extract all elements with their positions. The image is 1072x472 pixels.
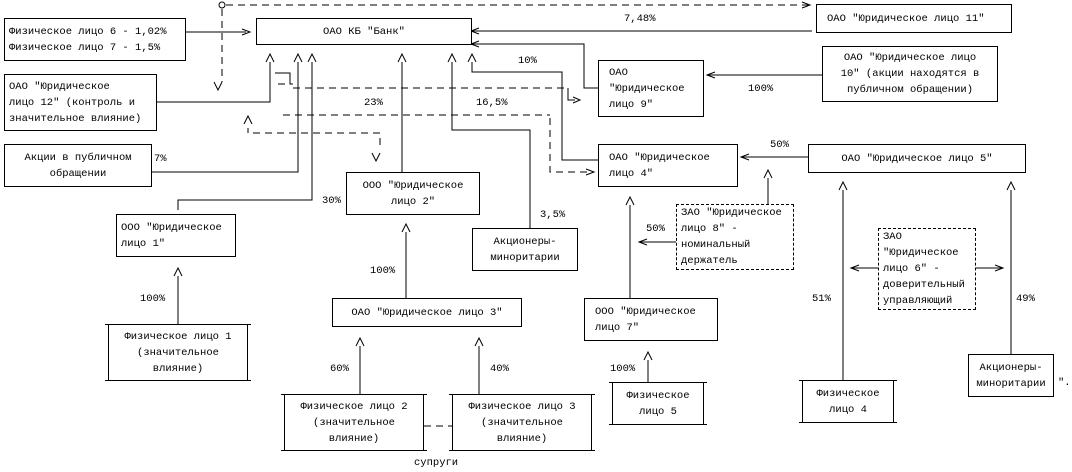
share-label: 40%: [490, 363, 509, 375]
node-fl67: Физическое лицо 6 - 1,02%Физическое лицо…: [4, 18, 186, 61]
share-label: 7,48%: [624, 13, 656, 25]
origin-circle-icon: [218, 1, 226, 9]
node-yl3: ОАО "Юридическое лицо 3": [332, 298, 522, 327]
arrow-down-icon: [213, 81, 223, 92]
share-label: 50%: [770, 139, 789, 151]
share-label: 51%: [812, 293, 831, 305]
share-label: 50%: [646, 223, 665, 235]
share-label: 10%: [518, 55, 537, 67]
share-label: 100%: [370, 265, 396, 277]
share-label: 30%: [322, 195, 341, 207]
share-label: 100%: [610, 363, 636, 375]
node-minority-shareholders: Акционеры-миноритарии: [472, 228, 578, 271]
arrow-right-icon: [801, 1, 812, 9]
arrow-right-icon: [241, 28, 252, 36]
spouses-label: супруги: [414, 457, 459, 469]
node-yl11: ОАО "Юридическое лицо 11": [816, 4, 1012, 33]
share-label: 100%: [140, 293, 166, 305]
share-label: 3,5%: [540, 209, 566, 221]
node-minority-shareholders-2: Акционеры-миноритарии: [968, 354, 1054, 397]
share-label: 7%: [154, 153, 167, 165]
node-yl5: ОАО "Юридическое лицо 5": [808, 144, 1026, 173]
share-label: 60%: [330, 363, 349, 375]
node-bank: ОАО КБ "Банк": [256, 18, 472, 45]
share-label: 100%: [748, 83, 774, 95]
closing-quote: ".: [1058, 377, 1071, 389]
share-label: 16,5%: [476, 97, 508, 109]
share-label: 23%: [364, 97, 383, 109]
share-label: 49%: [1016, 293, 1035, 305]
